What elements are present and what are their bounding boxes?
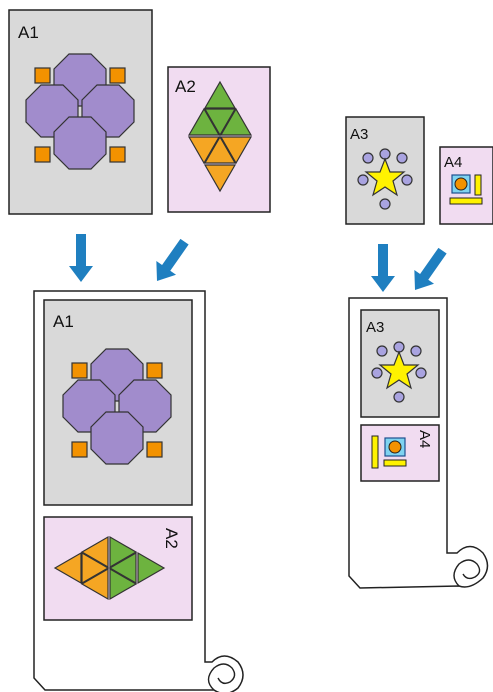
placed-sheet-a2: A2 [43,516,193,621]
output-roll-right: A3 A4 [348,297,489,589]
sheet-label-a4: A4 [444,154,462,171]
star-circles-pattern [357,148,413,210]
arrow-a1-down [69,234,93,282]
original-sheet-a4: A4 [439,146,493,225]
down-arrow-icon [405,243,453,297]
down-arrow-icon [69,234,93,282]
arrow-a2-diagonal [147,234,195,288]
down-arrow-icon [147,234,195,288]
placed-sheet-a1: A1 [43,299,193,506]
placed-label-a2: A2 [162,528,181,549]
square-bars-pattern [449,174,483,205]
down-arrow-icon [371,244,395,292]
paper-curl-icon [207,663,236,691]
sheet-label-a3: A3 [350,126,368,143]
output-roll-left: A1 A2 [33,290,244,692]
arrow-a3-down [371,244,395,292]
arrow-a4-diagonal [405,243,453,297]
placed-sheet-a3: A3 [360,309,440,418]
star-circles-pattern [371,341,427,403]
paper-curl-icon [453,559,481,587]
placed-label-a4: A4 [416,430,433,448]
original-sheet-a3: A3 [345,116,425,225]
placed-label-a3: A3 [366,319,384,336]
original-sheet-a2: A2 [167,66,271,213]
sheet-label-a2: A2 [175,77,196,96]
original-sheet-a1: A1 [8,9,153,215]
sheet-label-a1: A1 [18,23,39,42]
octagon-ring-pattern [62,348,172,465]
octagon-ring-pattern [25,53,135,170]
square-bars-pattern-rotated [371,435,407,469]
placed-label-a1: A1 [53,312,74,331]
placed-sheet-a4: A4 [360,424,440,482]
